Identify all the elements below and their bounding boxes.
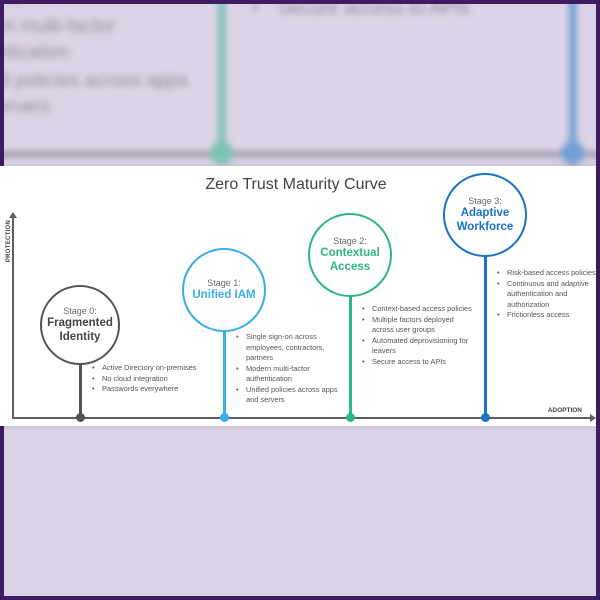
y-axis — [9, 212, 17, 418]
bullet-item: Risk-based access policies — [497, 268, 597, 279]
stage-circle: Stage 1: Unified IAM — [182, 248, 266, 332]
bullet-item: Continuous and adaptive authentication a… — [497, 279, 597, 311]
bullet-item: Active Directory on-premises — [92, 363, 222, 374]
stage-bullets: Single sign-on across employees, contrac… — [236, 332, 351, 406]
stage-bullets: Context-based access policiesMultiple fa… — [252, 4, 551, 22]
stage-dot — [75, 413, 85, 422]
x-axis-label: ADOPTION — [547, 407, 582, 414]
stage-stem — [78, 325, 82, 418]
blurred-diagram-copy: Zero Trust Maturity Curve PROTECTION ADO… — [4, 4, 596, 175]
stage-dot — [559, 141, 584, 165]
stage-bullets: Single sign-on across employees, contrac… — [4, 4, 223, 122]
stage-stem — [567, 4, 576, 155]
bullet-item: Context-based access policies — [362, 304, 477, 315]
bullet-item: No cloud integration — [92, 374, 222, 385]
stage-dot — [219, 413, 229, 422]
stage-number: Stage 2: — [333, 236, 367, 246]
y-axis-label: PROTECTION — [6, 219, 13, 263]
bullet-item: Single sign-on across employees, contrac… — [236, 332, 351, 364]
x-axis — [4, 151, 596, 157]
stage-dot — [208, 141, 233, 165]
stage-circle: Stage 0: Fragmented Identity — [40, 285, 120, 365]
stage-name: Contextual Access — [320, 247, 380, 273]
stage-bullets: Risk-based access policiesContinuous and… — [497, 268, 597, 321]
bullet-item: Passwords everywhere — [92, 384, 222, 395]
stage-dot — [345, 413, 355, 422]
bullet-item: Modern multi-factor authentication — [4, 13, 223, 68]
stage-stem — [216, 4, 225, 155]
bullet-item: Automated deprovisioning for leavers — [362, 336, 477, 357]
stage-bullets: Context-based access policiesMultiple fa… — [362, 304, 477, 367]
stage-bullets: Active Directory on-premisesNo cloud int… — [92, 363, 222, 395]
maturity-curve-diagram: Zero Trust Maturity Curve PROTECTION ADO… — [0, 166, 596, 426]
bullet-item: Unified policies across apps and servers — [4, 67, 223, 122]
stage-name: Fragmented Identity — [47, 317, 113, 343]
stage-number: Stage 3: — [468, 196, 502, 206]
stage-number: Stage 0: — [63, 306, 97, 316]
stage-circle: Stage 2: Contextual Access — [308, 213, 392, 297]
bullet-item: Multiple factors deployed across user gr… — [362, 315, 477, 336]
x-axis — [12, 414, 596, 422]
stage-number: Stage 1: — [207, 278, 241, 288]
stage-stem — [222, 290, 226, 418]
stage-circle: Stage 3: Adaptive Workforce — [443, 173, 527, 257]
stage-stem — [348, 255, 352, 418]
stage-name: Unified IAM — [192, 289, 256, 301]
bullet-item: Secure access to APIs — [362, 357, 477, 368]
bullet-item: Secure access to APIs — [252, 4, 551, 22]
bullet-item: Unified policies across apps and servers — [236, 385, 351, 406]
bullet-item: Modern multi-factor authentication — [236, 364, 351, 385]
bullet-item: Frictionless access — [497, 310, 597, 321]
stage-name: Adaptive Workforce — [456, 207, 514, 233]
bullet-item: Single sign-on across employees, contrac… — [4, 4, 223, 13]
stage-stem — [483, 215, 487, 418]
stage-dot — [480, 413, 490, 422]
diagram-title: Zero Trust Maturity Curve — [205, 176, 387, 193]
